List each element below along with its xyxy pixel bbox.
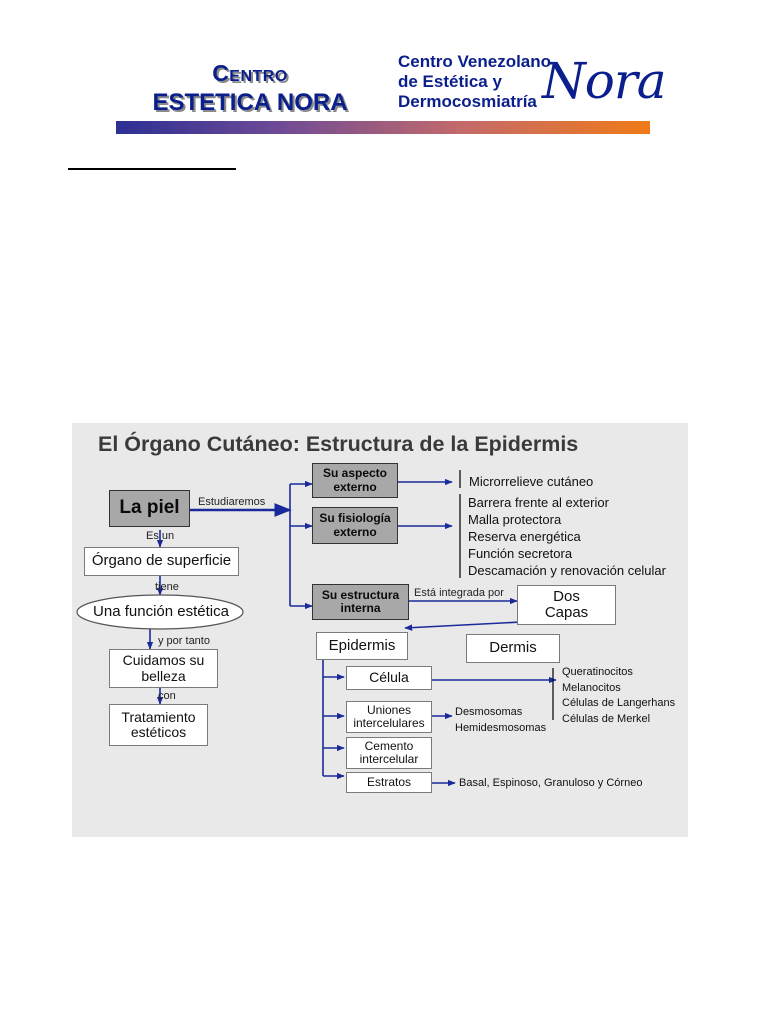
funcion-ellipse bbox=[76, 594, 244, 630]
header-gradient-bar bbox=[116, 121, 650, 134]
estructura-line-1: Su estructura bbox=[321, 587, 400, 602]
logo-right-line-3: Dermocosmiatría bbox=[398, 92, 537, 111]
list-item: Células de Langerhans bbox=[562, 697, 676, 709]
logo-line-centro: Centro bbox=[212, 60, 288, 86]
logo-right-line-1: Centro Venezolano bbox=[398, 52, 552, 71]
aspecto-line-1: Su aspecto bbox=[322, 466, 388, 481]
list-item: Células de Merkel bbox=[562, 712, 651, 725]
cuidamos-line-2: belleza bbox=[141, 667, 186, 684]
dos-capas-line-1: Dos bbox=[553, 587, 580, 605]
node-dos-capas: Dos Capas bbox=[517, 585, 616, 625]
label-tiene: tiene bbox=[155, 581, 179, 593]
logo-line-estetica-nora: ESTETICA NORA bbox=[152, 89, 348, 116]
label-integrada-por: Está integrada por bbox=[414, 587, 504, 599]
list-item: Melanocitos bbox=[562, 681, 621, 694]
list-aspecto: Microrrelieve cutáneo bbox=[469, 473, 593, 490]
dos-capas-line-2: Capas bbox=[544, 604, 589, 621]
list-item: Microrrelieve cutáneo bbox=[469, 474, 594, 489]
label-es-un: Es un bbox=[146, 530, 175, 542]
node-uniones-intercelulares: Uniones intercelulares bbox=[346, 701, 432, 733]
label-con: con bbox=[158, 690, 176, 702]
aspecto-line-2: externo bbox=[333, 479, 377, 494]
list-item: Función secretora bbox=[468, 546, 573, 561]
list-item: Reserva energética bbox=[468, 529, 581, 544]
list-item: Barrera frente al exterior bbox=[468, 495, 609, 510]
list-celula: Queratinocitos Melanocitos Células de La… bbox=[562, 665, 675, 727]
node-organo-superficie: Órgano de superficie bbox=[84, 547, 239, 576]
node-cemento-intercelular: Cemento intercelular bbox=[346, 737, 432, 769]
label-estudiaremos: Estudiaremos bbox=[198, 496, 266, 508]
tratamiento-line-2: estéticos bbox=[130, 724, 187, 740]
node-epidermis: Epidermis bbox=[316, 632, 408, 660]
fisiologia-line-2: externo bbox=[333, 524, 377, 539]
node-su-aspecto-externo: Su aspecto externo bbox=[312, 463, 398, 498]
node-cuidamos-belleza: Cuidamos su belleza bbox=[109, 649, 218, 688]
cuidamos-line-1: Cuidamos su bbox=[122, 652, 205, 669]
label-y-por-tanto: y por tanto bbox=[158, 635, 210, 647]
list-item: Hemidesmosomas bbox=[455, 721, 547, 734]
estructura-line-2: interna bbox=[340, 601, 381, 615]
node-estratos: Estratos bbox=[346, 772, 432, 793]
diagram-title: El Órgano Cutáneo: Estructura de la Epid… bbox=[98, 432, 579, 456]
cemento-line-2: intercelular bbox=[359, 752, 419, 766]
node-funcion-estetica: Una función estética bbox=[93, 602, 229, 620]
nora-script-logo: Nora bbox=[542, 52, 667, 110]
node-tratamiento-esteticos: Tratamiento estéticos bbox=[109, 704, 208, 746]
list-uniones: Desmosomas Hemidesmosomas bbox=[455, 705, 546, 736]
node-dermis: Dermis bbox=[466, 634, 560, 663]
list-item: Queratinocitos bbox=[562, 666, 633, 678]
node-su-fisiologia-externo: Su fisiología externo bbox=[312, 507, 398, 544]
heading-underline-rule bbox=[68, 168, 236, 170]
list-item: Descamación y renovación celular bbox=[468, 563, 666, 578]
list-estratos: Basal, Espinoso, Granuloso y Córneo bbox=[459, 777, 643, 789]
centro-venezolano-logo-text: Centro Venezolano de Estética y Dermocos… bbox=[398, 52, 551, 112]
node-celula: Célula bbox=[346, 666, 432, 690]
cemento-line-1: Cemento bbox=[364, 738, 414, 753]
uniones-line-1: Uniones bbox=[366, 702, 412, 717]
logo-right-line-2: de Estética y bbox=[398, 72, 502, 91]
list-fisiologia: Barrera frente al exterior Malla protect… bbox=[468, 494, 666, 579]
fisiologia-line-1: Su fisiología bbox=[319, 511, 391, 526]
node-su-estructura-interna: Su estructura interna bbox=[312, 584, 409, 620]
uniones-line-2: intercelulares bbox=[353, 716, 425, 730]
list-item: Desmosomas bbox=[455, 706, 523, 718]
list-item: Malla protectora bbox=[468, 512, 562, 527]
centro-estetica-nora-logo: Centro ESTETICA NORA bbox=[120, 58, 380, 118]
node-la-piel: La piel bbox=[109, 490, 190, 527]
tratamiento-line-1: Tratamiento bbox=[121, 708, 196, 725]
